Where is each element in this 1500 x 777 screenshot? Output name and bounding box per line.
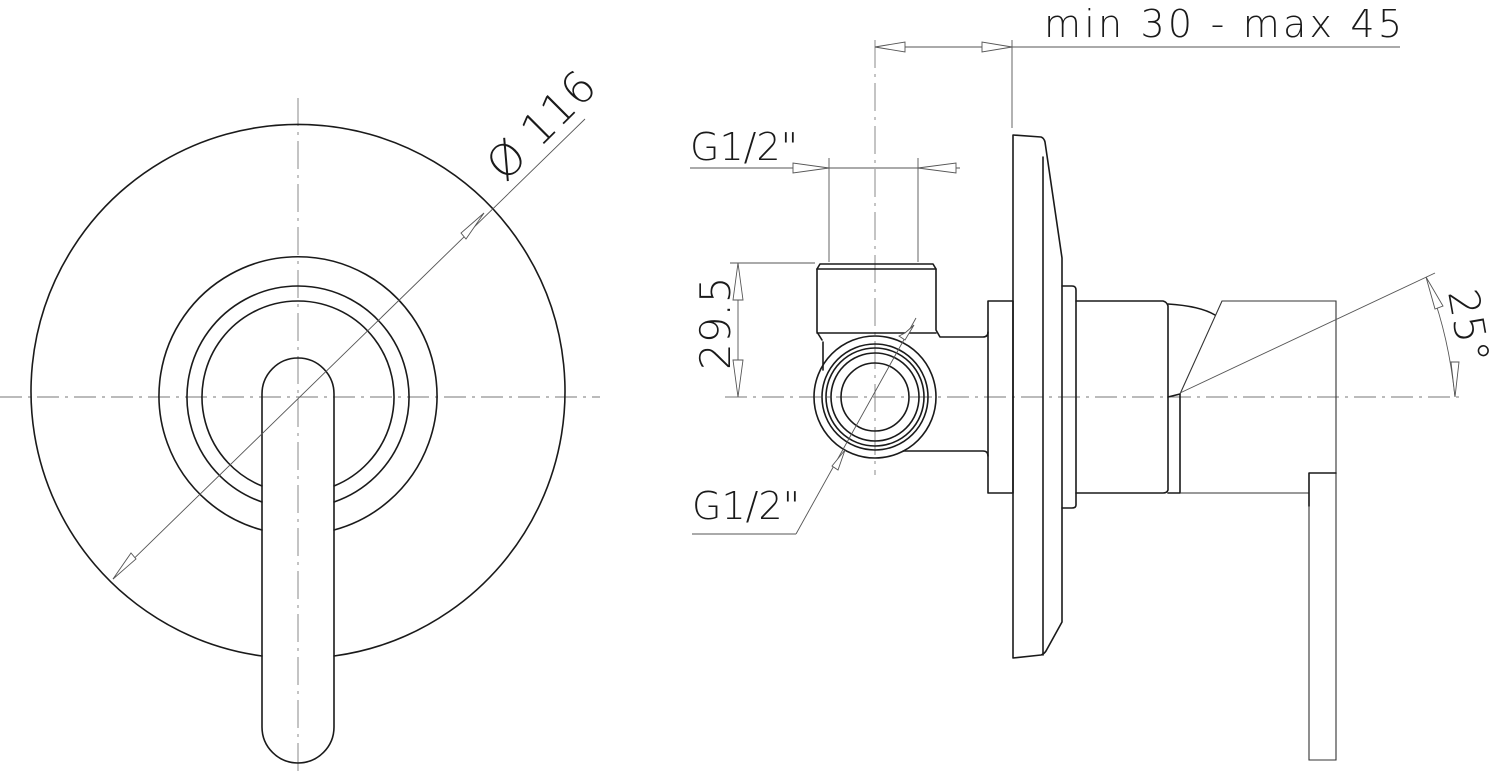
top-connection-label: G1/2" (690, 125, 798, 169)
ring-outer (158, 255, 438, 531)
rosette-ring (1061, 285, 1077, 509)
top-connection-arrow-right (917, 162, 957, 174)
height-label: 29.5 (691, 276, 740, 370)
depth-arrow-right (981, 41, 1013, 53)
top-connection-arrow-left (792, 162, 830, 174)
height-arrow-top (732, 262, 744, 301)
front-view: Ø 116 (0, 61, 607, 777)
diameter-label: Ø 116 (477, 61, 607, 191)
body-bottom-edge (902, 450, 989, 457)
cartridge-body (1075, 300, 1169, 494)
lever-handle (261, 357, 335, 764)
diameter-arrow-top (460, 212, 485, 240)
front-fitting (813, 335, 937, 459)
ring-inner (201, 300, 395, 487)
height-arrow-bottom (732, 359, 744, 398)
diameter-arrow-bottom (112, 552, 137, 580)
angle-arrow-top (1425, 276, 1444, 310)
cartridge-curve (1167, 303, 1216, 316)
angle-arrow-bottom (1450, 361, 1460, 398)
depth-arrow-left (874, 41, 906, 53)
side-view: min 30 - max 45 G1/2" 29.5 (690, 2, 1499, 761)
angle-label: 25° (1438, 285, 1499, 367)
bottom-connection-arrow-bottom (831, 449, 846, 471)
cartridge-collar (1167, 393, 1181, 494)
top-fitting (816, 263, 989, 338)
bottom-connection-arrow-top (898, 324, 915, 341)
lever-step (1308, 472, 1337, 507)
depth-label: min 30 - max 45 (1044, 2, 1402, 46)
ring-middle (186, 285, 410, 503)
bottom-connection-label: G1/2" (692, 484, 800, 528)
escutcheon-outer-circle (30, 123, 566, 657)
escutcheon-profile (1012, 134, 1063, 659)
top-fitting-left-edge (816, 268, 823, 341)
angle-leader (1179, 272, 1436, 394)
lever-side-profile (1179, 300, 1337, 761)
diameter-dimension-line (112, 118, 586, 580)
bottom-connection-leader (795, 317, 917, 535)
